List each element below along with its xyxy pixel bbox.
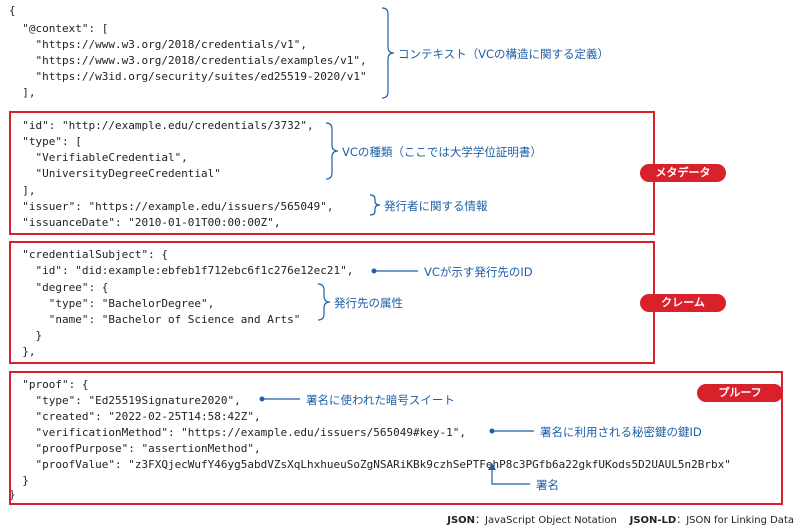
key-id-note: 署名に利用される秘密鍵の鍵ID xyxy=(540,425,702,439)
code-line: "type": [ xyxy=(9,135,82,148)
proof-section-box xyxy=(9,371,783,505)
code-line: ], xyxy=(9,184,36,197)
code-line: "verificationMethod": "https://example.e… xyxy=(9,426,466,439)
code-line: "type": "BachelorDegree", xyxy=(9,297,215,310)
code-line: "proofValue": "z3FXQjecWufY46yg5abdVZsXq… xyxy=(9,458,731,471)
code-line: "UniversityDegreeCredential" xyxy=(9,167,221,180)
code-line: { xyxy=(9,4,16,17)
footer-legend: JSON：JavaScript Object Notation JSON-LD：… xyxy=(447,511,794,526)
code-line: "https://www.w3.org/2018/credentials/exa… xyxy=(9,54,367,67)
code-line: "https://w3id.org/security/suites/ed2551… xyxy=(9,70,367,83)
code-line: "credentialSubject": { xyxy=(9,248,168,261)
code-line: } xyxy=(9,329,43,342)
code-line: }, xyxy=(9,345,36,358)
code-line: } xyxy=(9,474,29,487)
code-line: "issuer": "https://example.edu/issuers/5… xyxy=(9,200,334,213)
signature-arrow xyxy=(491,468,530,485)
json-abbr: JSON xyxy=(447,515,476,526)
claim-tag: クレーム xyxy=(640,294,726,312)
context-brace xyxy=(381,7,395,99)
code-line: "proofPurpose": "assertionMethod", xyxy=(9,442,261,455)
signature-note: 署名 xyxy=(536,478,559,492)
type-brace xyxy=(325,122,339,180)
code-line: "id": "did:example:ebfeb1f712ebc6f1c276e… xyxy=(9,264,354,277)
jsonld-def: ：JSON for Linking Data xyxy=(676,515,794,526)
subject-id-note: VCが示す発行先のID xyxy=(424,265,533,279)
code-line: } xyxy=(9,488,16,501)
code-line: "@context": [ xyxy=(9,22,109,35)
code-line: "type": "Ed25519Signature2020", xyxy=(9,394,241,407)
code-line: "issuanceDate": "2010-01-01T00:00:00Z", xyxy=(9,216,281,229)
code-line: ], xyxy=(9,86,36,99)
sig-type-note: 署名に使われた暗号スイート xyxy=(306,393,455,407)
degree-brace xyxy=(317,283,331,321)
json-def: ：JavaScript Object Notation xyxy=(475,515,617,526)
degree-note: 発行先の属性 xyxy=(334,296,403,310)
code-line: "VerifiableCredential", xyxy=(9,151,188,164)
issuer-brace xyxy=(369,194,381,216)
code-line: "id": "http://example.edu/credentials/37… xyxy=(9,119,314,132)
code-line: "created": "2022-02-25T14:58:42Z", xyxy=(9,410,261,423)
proof-tag: プルーフ xyxy=(697,384,783,402)
code-line: "name": "Bachelor of Science and Arts" xyxy=(9,313,301,326)
vc-type-note: VCの種類（ここでは大学学位証明書） xyxy=(342,145,542,159)
metadata-tag: メタデータ xyxy=(640,164,726,182)
context-note: コンテキスト（VCの構造に関する定義） xyxy=(398,47,610,61)
code-line: "https://www.w3.org/2018/credentials/v1"… xyxy=(9,38,308,51)
code-line: "degree": { xyxy=(9,281,109,294)
code-line: "proof": { xyxy=(9,378,89,391)
issuer-note: 発行者に関する情報 xyxy=(384,199,488,213)
jsonld-abbr: JSON-LD xyxy=(629,515,677,526)
